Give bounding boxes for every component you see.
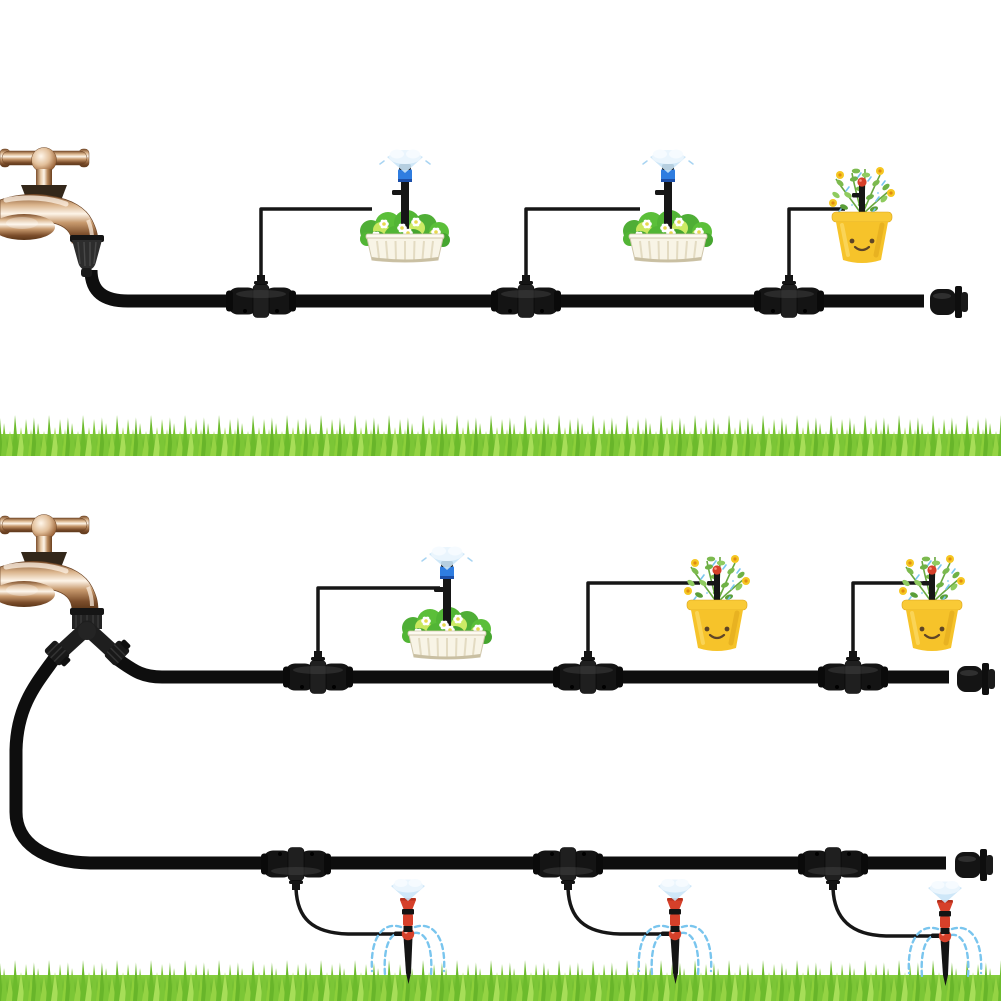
feeder-tube-top-3 (787, 207, 845, 278)
grass-strip-top (0, 408, 1001, 456)
feeder-tube-upper-2 (586, 581, 700, 653)
grass-strip-bottom (0, 953, 1001, 1001)
mainline-hose-upper-branch (113, 653, 949, 684)
bottom-irrigation-run (0, 515, 995, 988)
garden-tap-top (0, 148, 104, 277)
feeder-tube-lower-1 (294, 887, 395, 936)
feeder-tube-lower-3 (831, 887, 932, 938)
mainline-hose-top (84, 269, 924, 308)
mainline-hose-lower-branch (9, 655, 946, 870)
feeder-tube-top-1 (259, 207, 372, 278)
feeder-tube-lower-2 (566, 887, 662, 936)
feeder-tube-top-2 (524, 207, 640, 278)
y-splitter (44, 608, 131, 667)
y-splitter-nut-right (104, 639, 131, 666)
y-splitter-nut-left (44, 640, 71, 667)
garden-tap-bottom (0, 515, 131, 667)
top-irrigation-run (0, 148, 968, 318)
tap-hose-adapter (70, 235, 104, 277)
feeder-tube-upper-1 (316, 586, 440, 653)
feeder-tube-upper-3 (851, 581, 924, 653)
